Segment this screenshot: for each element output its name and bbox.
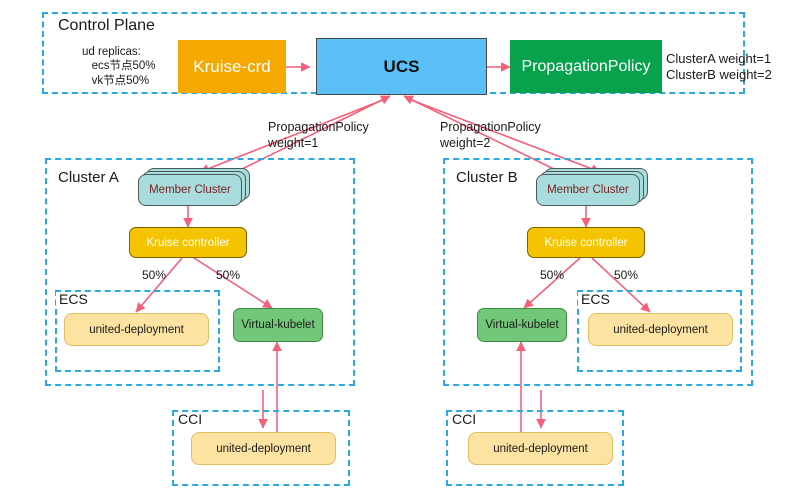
node-propagation-policy[interactable]: PropagationPolicy bbox=[510, 40, 662, 93]
group-cci-a bbox=[172, 410, 350, 486]
split-label-a-right: 50% bbox=[216, 268, 241, 282]
group-label-cluster-a: Cluster A bbox=[55, 170, 122, 185]
link-label-propagation-weight-1: PropagationPolicy weight=1 bbox=[268, 120, 369, 150]
node-united-deployment-ecs-a[interactable]: united-deployment bbox=[64, 313, 209, 346]
group-label-cci-a: CCI bbox=[175, 412, 206, 426]
node-kruise-controller-b[interactable]: Kruise controller bbox=[527, 227, 645, 258]
split-label-b-right: 50% bbox=[614, 268, 639, 282]
node-virtual-kubelet-b[interactable]: Virtual-kubelet bbox=[477, 308, 567, 342]
node-virtual-kubelet-a[interactable]: Virtual-kubelet bbox=[233, 308, 323, 342]
group-ecs-b bbox=[577, 290, 742, 372]
group-label-cluster-b: Cluster B bbox=[453, 170, 521, 185]
node-united-deployment-cci-b[interactable]: united-deployment bbox=[468, 432, 613, 465]
node-kruise-controller-a[interactable]: Kruise controller bbox=[129, 227, 247, 258]
group-ecs-a bbox=[55, 290, 220, 372]
member-cluster-label-a: Member Cluster bbox=[138, 174, 242, 206]
group-label-ecs-a: ECS bbox=[56, 292, 91, 306]
split-label-a-left: 50% bbox=[142, 268, 167, 282]
member-cluster-label-b: Member Cluster bbox=[536, 174, 640, 206]
split-label-b-left: 50% bbox=[540, 268, 565, 282]
group-cluster-a bbox=[45, 158, 355, 386]
group-cluster-b bbox=[443, 158, 753, 386]
node-member-cluster-b[interactable]: Member Cluster bbox=[536, 168, 648, 206]
ud-replicas-note: ud replicas: ecs节点50% vk节点50% bbox=[82, 46, 156, 87]
link-label-propagation-weight-2: PropagationPolicy weight=2 bbox=[440, 120, 541, 150]
group-cci-b bbox=[446, 410, 624, 486]
group-label-control-plane: Control Plane bbox=[55, 18, 158, 34]
node-member-cluster-a[interactable]: Member Cluster bbox=[138, 168, 250, 206]
cluster-weights-note: ClusterA weight=1 ClusterB weight=2 bbox=[666, 51, 772, 83]
group-label-ecs-b: ECS bbox=[578, 292, 613, 306]
node-united-deployment-cci-a[interactable]: united-deployment bbox=[191, 432, 336, 465]
group-label-cci-b: CCI bbox=[449, 412, 480, 426]
node-ucs[interactable]: UCS bbox=[316, 38, 487, 95]
node-united-deployment-ecs-b[interactable]: united-deployment bbox=[588, 313, 733, 346]
node-kruise-crd[interactable]: Kruise-crd bbox=[178, 40, 286, 93]
